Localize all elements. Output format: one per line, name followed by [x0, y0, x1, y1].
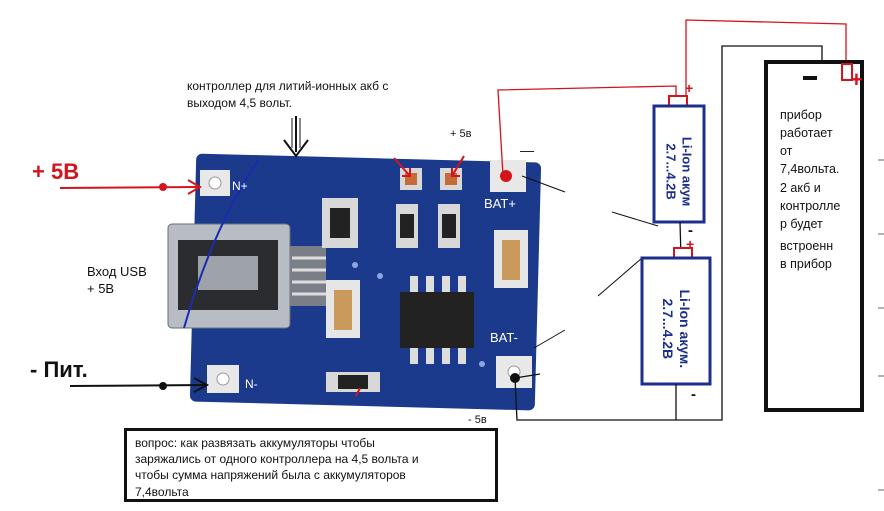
battery1-plus-sign: +	[685, 80, 694, 96]
device-line: работает	[780, 126, 833, 141]
wire-red-top	[685, 19, 847, 100]
led-arrow-2	[451, 155, 465, 177]
plus-5v-top-label: + 5в	[450, 128, 472, 140]
device-line: контролле	[780, 198, 841, 213]
battery-2	[640, 247, 712, 386]
edge-ticks	[878, 159, 884, 491]
device-box	[764, 60, 864, 412]
device-plus-sign: +	[850, 67, 863, 92]
device-line: от	[780, 144, 793, 159]
battery2-plus-sign: +	[686, 236, 695, 252]
device-line: 2 акб и	[780, 180, 821, 195]
wire-bat-plus	[497, 85, 677, 177]
question-box: вопрос: как развязать аккумуляторы чтобы…	[124, 428, 498, 502]
question-line: заряжались от одного контроллера на 4,5 …	[135, 452, 419, 467]
battery-2-label: Li-Ion акум. 2.7...4.2В	[659, 270, 693, 388]
battery2-minus-sign: -	[691, 386, 696, 403]
usb-connector	[167, 223, 326, 329]
led-arrow-1	[393, 157, 411, 177]
pad-label-in-plus: N+	[232, 179, 248, 193]
device-line: прибор	[780, 108, 822, 122]
question-line: чтобы сумма напряжений была с аккумулято…	[135, 468, 406, 483]
usb-input-line1: Вход USB	[87, 264, 147, 279]
pad-label-bat-plus: BAT+	[484, 196, 516, 211]
controller-caption: контроллер для литий-ионных акб с выходо…	[187, 78, 388, 112]
device-minus-terminal	[803, 76, 817, 80]
wire-minus-in	[69, 384, 208, 387]
annotation-curve	[183, 159, 259, 329]
question-line: вопрос: как развязать аккумуляторы чтобы	[135, 436, 375, 450]
usb-input-label: Вход USB + 5В	[87, 264, 147, 298]
device-description: прибор работает от 7,4вольта. 2 акб и ко…	[780, 106, 840, 273]
down-arrow-icon	[283, 116, 309, 158]
minus-pit-label: - Пит.	[30, 357, 88, 382]
bat-plus-wire-dash: —	[520, 142, 534, 158]
controller-line2: выходом 4,5 вольт.	[187, 95, 293, 110]
controller-line1: контроллер для литий-ионных акб с	[187, 79, 389, 93]
wire-bat-minus	[514, 45, 823, 421]
device-line: р будет	[780, 216, 823, 231]
question-line: 7,4вольта	[135, 484, 189, 499]
battery-1-label: Li-Ion акум 2.7...4.2В	[663, 118, 695, 226]
plus-5v-label: + 5В	[32, 159, 80, 184]
battery-2-line1: Li-Ion акум.	[676, 289, 693, 369]
battery-2-line2: 2.7...4.2В	[660, 298, 676, 360]
device-line: 7,4вольта.	[780, 162, 840, 177]
bat-plus-dot	[500, 170, 512, 182]
pad-label-in-minus: N-	[245, 377, 258, 391]
device-line: в прибор	[780, 257, 832, 271]
usb-input-line2: + 5В	[87, 280, 115, 296]
charger-ic	[400, 276, 474, 364]
device-line: встроенн	[780, 238, 834, 253]
pad-label-bat-minus: BAT-	[490, 330, 518, 345]
device-plus-terminal	[841, 63, 853, 81]
resistor-arrow	[355, 387, 361, 397]
battery1-minus-sign: -	[688, 222, 693, 239]
battery-1-line1: Li-Ion акум	[679, 136, 695, 207]
battery-1	[652, 95, 706, 224]
charger-board	[167, 153, 542, 411]
battery-1-line2: 2.7...4.2В	[664, 143, 679, 200]
minus-5v-label: - 5в	[468, 414, 487, 426]
wire-plus-5v-in	[59, 186, 201, 189]
